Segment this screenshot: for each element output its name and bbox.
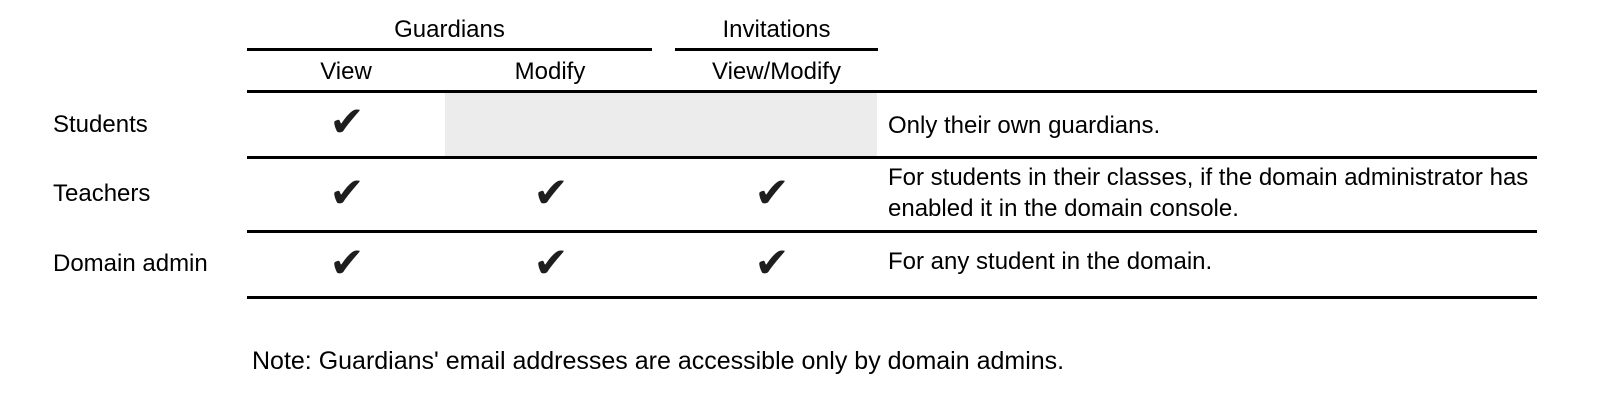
column-group-guardians: Guardians [394,16,505,43]
check-icon-teachers-view: ✔ [329,168,365,218]
note-students: Only their own guardians. [888,112,1161,139]
column-header-modify: Modify [514,58,586,85]
row-label-students: Students [53,111,148,138]
column-header-view-modify: View/Modify [712,58,841,85]
check-icon-admin-view-modify: ✔ [754,238,790,288]
note-domain-admin: For any student in the domain. [888,248,1213,275]
note-teachers: For students in their classes, if the do… [888,164,1529,222]
column-group-invitations: Invitations [722,16,831,43]
check-icon-students-view: ✔ [329,97,365,147]
students-disabled-cells [445,93,877,157]
guardians-underline [247,48,652,51]
column-header-view: View [320,58,372,85]
row-label-domain-admin: Domain admin [53,250,208,277]
teachers-row-rule [247,230,1537,233]
check-icon-teachers-view-modify: ✔ [754,168,790,218]
footnote: Note: Guardians' email addresses are acc… [252,347,1065,375]
header-bottom-rule [247,90,1537,93]
check-icon-admin-view: ✔ [329,238,365,288]
domain-admin-row-rule [247,296,1537,299]
check-icon-admin-modify: ✔ [533,238,569,288]
invitations-underline [675,48,878,51]
row-label-teachers: Teachers [53,180,151,207]
students-row-rule [247,156,1537,159]
check-icon-teachers-modify: ✔ [533,168,569,218]
